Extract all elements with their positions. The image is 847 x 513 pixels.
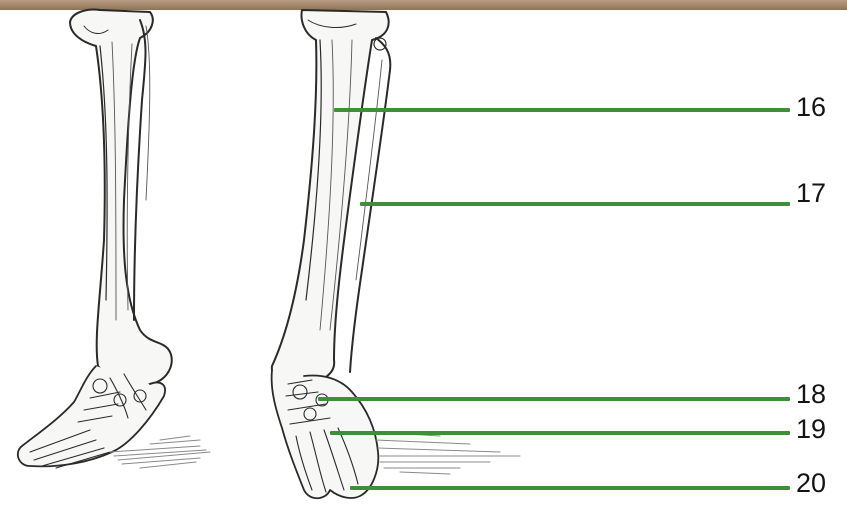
- left-leg: [18, 10, 210, 469]
- callout-label-16: 16: [796, 92, 826, 122]
- callout-line-19: [330, 431, 790, 435]
- right-foot-shadow: [372, 432, 520, 474]
- callout-line-17: [360, 202, 790, 206]
- callout-label-20: 20: [796, 468, 826, 498]
- callout-label-19: 19: [796, 414, 826, 444]
- callout-line-20: [350, 486, 790, 490]
- right-leg: [272, 10, 520, 498]
- left-tibia: [70, 10, 172, 386]
- left-fibula: [134, 20, 150, 320]
- callout-label-17: 17: [796, 178, 826, 208]
- right-tibia: [272, 10, 389, 384]
- callout-label-18: 18: [796, 379, 826, 409]
- callout-line-16: [334, 108, 790, 112]
- callout-line-18: [318, 397, 790, 401]
